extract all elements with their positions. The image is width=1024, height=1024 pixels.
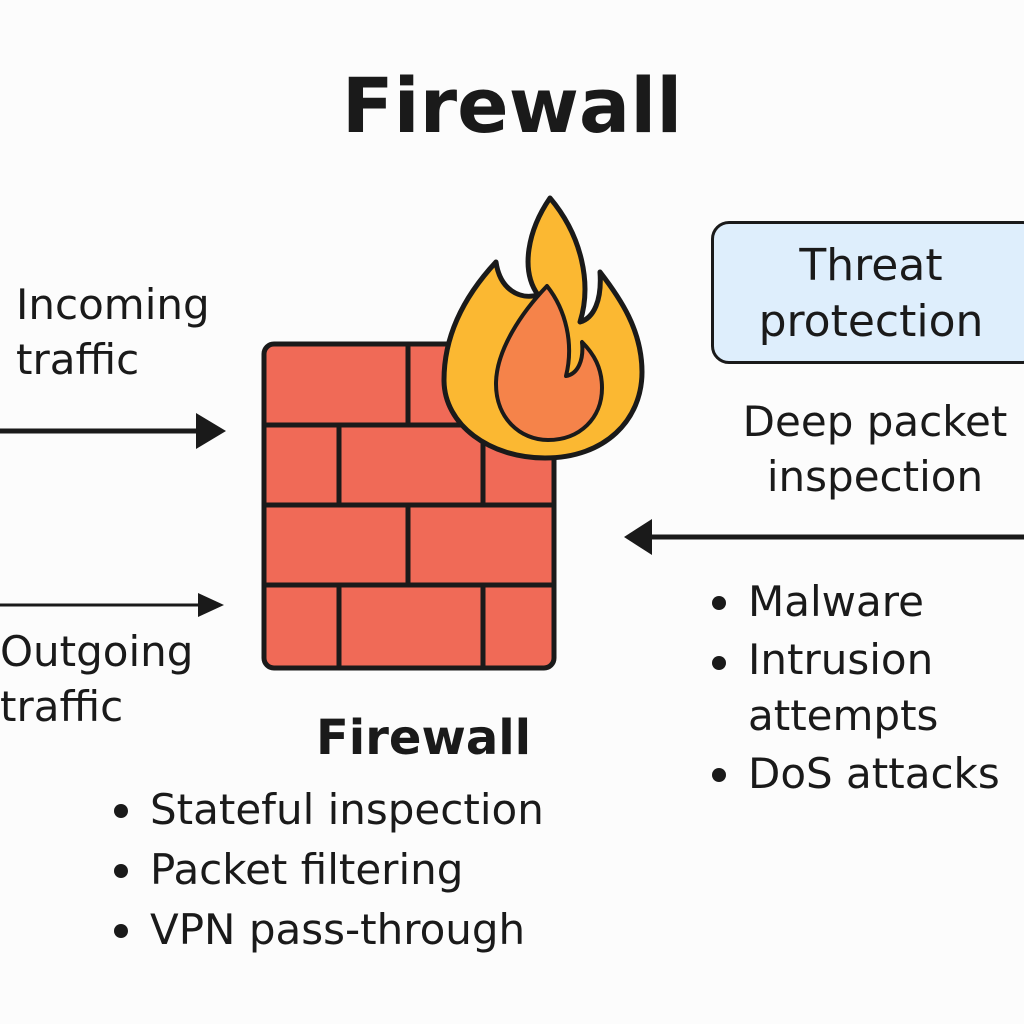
threat-protection-box xyxy=(711,221,1024,364)
list-item: Malware xyxy=(708,572,1000,632)
firewall-label: Firewall xyxy=(316,710,532,766)
deep-packet-inspection-label: Deep packet inspection xyxy=(742,397,1008,501)
page-title: Firewall xyxy=(341,61,683,150)
list-item: VPN pass-through xyxy=(110,900,544,960)
incoming-arrow xyxy=(0,413,226,449)
firewall-feature-list: Stateful inspection Packet filtering VPN… xyxy=(110,780,544,960)
flame-icon xyxy=(441,195,645,461)
incoming-traffic-label: Incoming traffic xyxy=(16,280,210,385)
outgoing-traffic-label: Outgoing traffic xyxy=(0,627,194,732)
list-item: Stateful inspection xyxy=(110,780,544,840)
threat-protection-label: Threat protection xyxy=(758,240,984,348)
threat-list: Malware Intrusion attempts DoS attacks xyxy=(708,572,1000,804)
list-item: DoS attacks xyxy=(708,744,1000,804)
list-item: Packet filtering xyxy=(110,840,544,900)
threat-arrow xyxy=(624,519,1024,555)
outgoing-arrow xyxy=(0,593,224,617)
list-item: Intrusion attempts xyxy=(708,632,1000,744)
